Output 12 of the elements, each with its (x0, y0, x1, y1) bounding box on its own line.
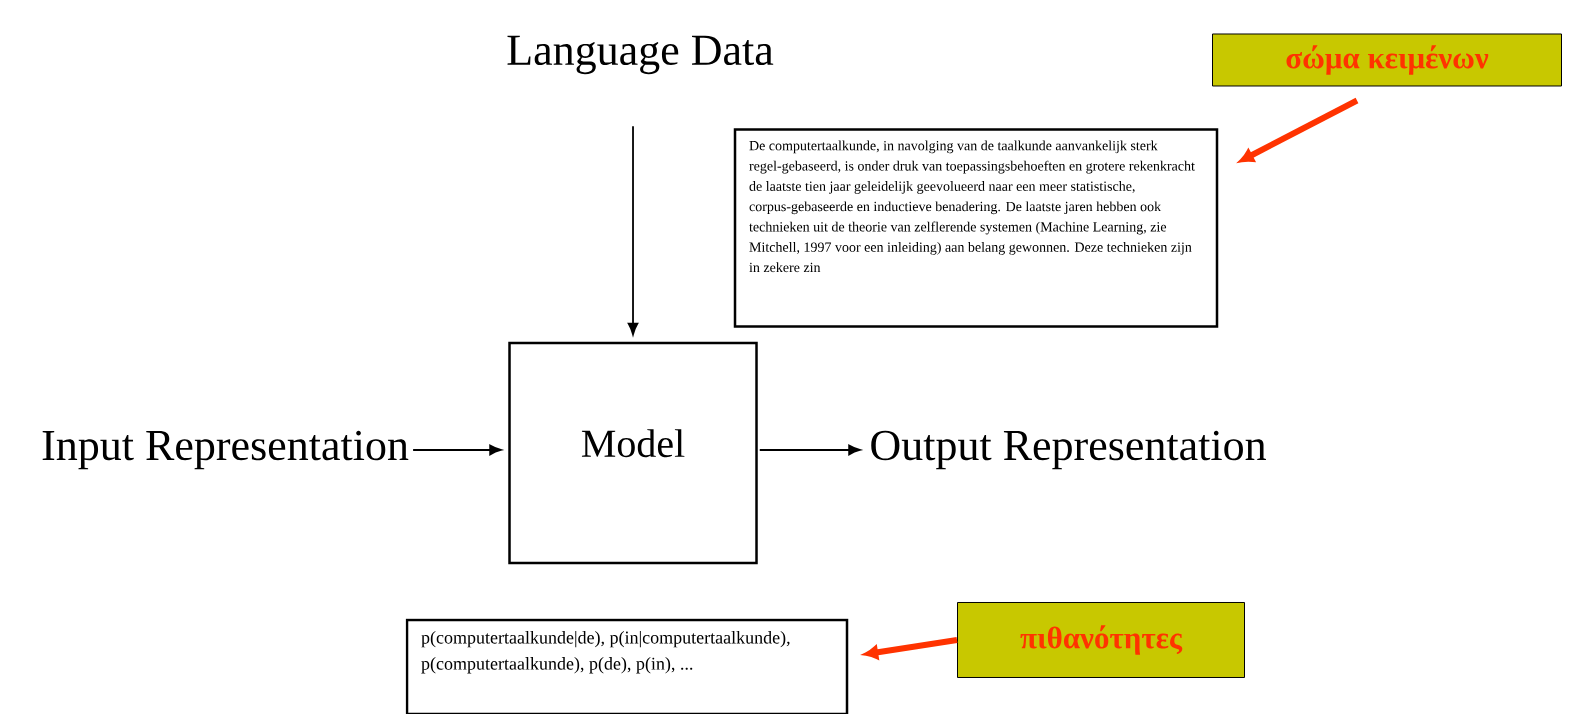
output-label: Output Representation (871, 430, 1266, 470)
callout-box: πιθανότητες (957, 602, 1245, 678)
language-data-label: Language Data (507, 35, 774, 75)
probabilities-box: p(computertaalkunde|de), p(in|computertaalkunde), p(computertaalkunde), p(de), p(in), ... (405, 618, 849, 714)
arrow (1239, 97, 1359, 163)
arrow (758, 444, 861, 456)
callout-box: σώμα κειμένων (1212, 33, 1562, 87)
input-label: Input Representation (42, 430, 409, 470)
arrow (412, 444, 502, 456)
arrow (627, 125, 639, 336)
model-box: Model (508, 341, 758, 565)
text-document-box: De computertaalkunde, in navolging van de taalkunde aanvankelijk sterk regel-gebaseerd, is onder druk van toepassingsbehoeften en grotere rekenkracht de laatste tien jaar geleidelijk geevolueerd naar een meer statistische, corpus-gebaseerde en inductieve benadering. De laatste jaren hebben ook technieken uit de theorie van zelflerende systemen (Machine Learning, zie Mitchell, 1997 voor een inleiding) aan belang gewonnen. Deze technieken zijn in zekere zin (733, 128, 1219, 328)
